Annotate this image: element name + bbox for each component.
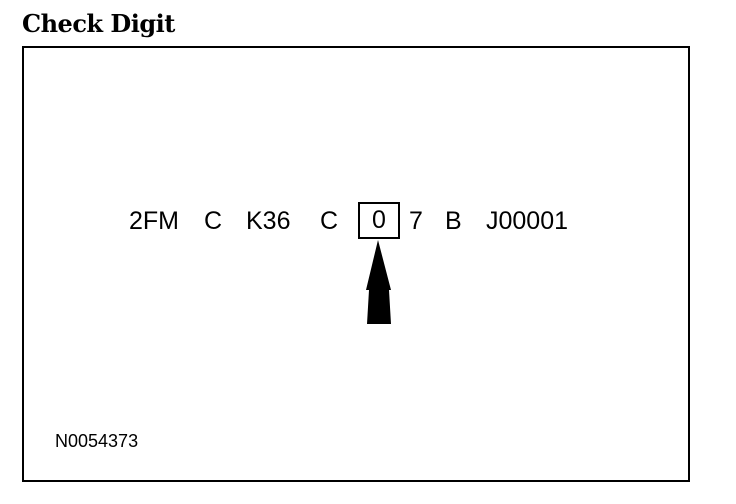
check-digit-value: 0	[372, 206, 386, 234]
figure-id: N0054373	[55, 431, 139, 451]
diagram-frame	[22, 46, 690, 482]
vin-segment-manufacturer: 2FM	[129, 207, 179, 235]
page-title: Check Digit	[22, 9, 175, 38]
vin-segment-year: 7	[409, 207, 423, 235]
vin-segment-model: K36	[246, 207, 291, 235]
check-digit-box: 0	[358, 202, 400, 239]
vin-segment-engine: C	[320, 207, 339, 235]
vin-segment-serial: J00001	[486, 207, 569, 235]
up-arrow-icon	[366, 240, 391, 324]
vin-segment-restraint: C	[204, 207, 223, 235]
vin-segment-plant: B	[445, 207, 462, 235]
